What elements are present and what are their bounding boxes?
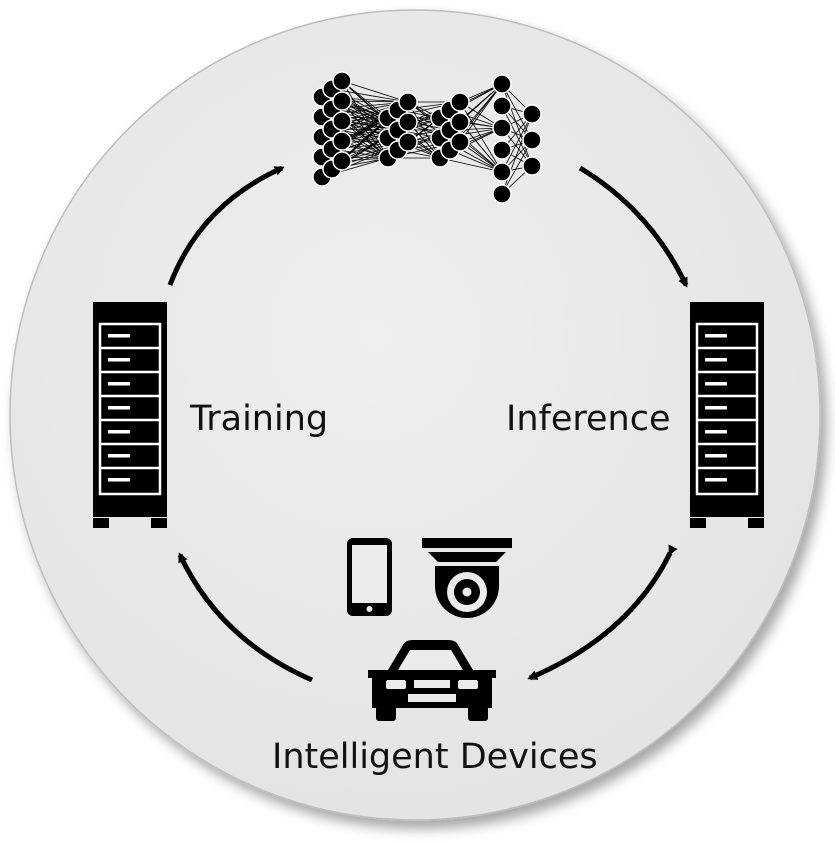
network-connection	[341, 80, 409, 103]
intelligent-devices-label: Intelligent Devices	[272, 737, 598, 777]
network-connection	[459, 121, 503, 173]
network-connection	[501, 83, 533, 141]
network-node	[332, 91, 352, 111]
network-node	[398, 112, 418, 132]
network-connection	[501, 139, 533, 195]
network-connection	[501, 113, 533, 173]
network-node	[398, 132, 418, 152]
arrow-training-to-network	[167, 165, 285, 286]
network-connection	[459, 83, 503, 143]
network-connection	[439, 157, 503, 173]
network-node	[522, 104, 542, 124]
smartphone-icon	[347, 538, 392, 616]
network-node	[332, 111, 352, 131]
network-node	[492, 140, 512, 160]
arrow-car-to-training	[177, 552, 313, 683]
network-connection	[331, 88, 409, 103]
arrow-network-to-inference	[578, 165, 689, 288]
network-node	[492, 96, 512, 116]
network-connection	[501, 113, 533, 195]
network-node	[492, 184, 512, 204]
network-node	[450, 132, 470, 152]
network-node	[332, 151, 352, 171]
network-node	[492, 162, 512, 182]
network-node	[332, 71, 352, 91]
security-camera-icon	[422, 538, 512, 618]
car-icon	[368, 640, 496, 721]
network-node	[522, 130, 542, 150]
neural-network-icon	[312, 71, 542, 204]
inference-label: Inference	[506, 399, 670, 439]
arrow-inference-car	[527, 544, 678, 681]
network-node	[450, 112, 470, 132]
network-node	[332, 131, 352, 151]
network-node	[492, 74, 512, 94]
training-label: Training	[189, 399, 328, 439]
inference-server-icon	[690, 302, 764, 528]
network-node	[450, 92, 470, 112]
network-node	[492, 118, 512, 138]
network-node	[398, 92, 418, 112]
network-node	[522, 156, 542, 176]
training-server-icon	[93, 302, 167, 528]
network-connection	[501, 105, 533, 167]
